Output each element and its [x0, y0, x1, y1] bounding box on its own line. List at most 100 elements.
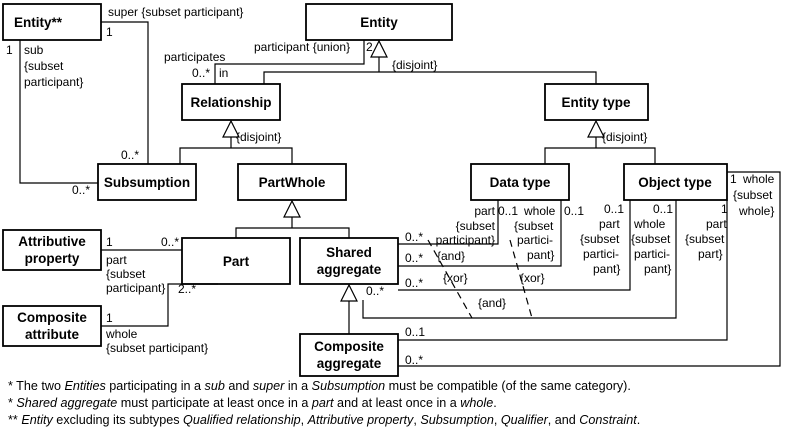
constraint-label: {and}: [478, 296, 506, 310]
class-composite-aggregate[interactable]: Composite aggregate: [299, 333, 399, 377]
footnote-segment: Subsumption: [420, 413, 494, 427]
footnote-segment: excluding its subtypes: [52, 413, 184, 427]
role-label: {subset: [514, 219, 554, 233]
class-name: PartWhole: [259, 175, 326, 190]
class-data-type[interactable]: Data type: [470, 163, 570, 201]
class-subsumption[interactable]: Subsumption: [97, 163, 197, 201]
generalization-arrow-partwhole: [283, 199, 301, 218]
multiplicity-label: 0..*: [405, 230, 423, 244]
association-lines: [19, 21, 781, 367]
constraint-label: {xor}: [443, 271, 468, 285]
footnote-segment: * The two: [8, 379, 65, 393]
role-label: whole: [523, 204, 556, 218]
footnote-segment: and at least once in a: [333, 396, 461, 410]
footnote-segment: whole: [460, 396, 494, 410]
role-label: participant {union}: [254, 40, 350, 54]
footnote-segment: must participate at least once in a: [117, 396, 312, 410]
role-label: partici-: [517, 233, 553, 247]
role-label: pant}: [593, 262, 620, 276]
role-label: {subset: [456, 219, 496, 233]
multiplicity-label: 0..*: [405, 276, 423, 290]
role-label: participant}: [24, 75, 83, 89]
multiplicity-label: 0..*: [366, 284, 384, 298]
multiplicity-label: 0..1: [564, 204, 584, 218]
role-label: {subset: [685, 232, 725, 246]
class-name: Data type: [490, 175, 551, 190]
class-name-line2: aggregate: [317, 356, 382, 371]
role-label: sub: [24, 43, 44, 57]
class-partwhole[interactable]: PartWhole: [237, 163, 347, 201]
footnote-line: * Shared aggregate must participate at l…: [8, 395, 783, 412]
footnotes: * The two Entities participating in a su…: [8, 378, 783, 429]
constraint-dashes: [427, 239, 533, 319]
footnote-segment: Entity: [21, 413, 53, 427]
role-label: part: [474, 204, 495, 218]
role-label: participant}: [436, 233, 495, 247]
class-name-line1: Composite: [17, 310, 87, 325]
role-label: whole}: [738, 204, 774, 218]
multiplicity-label: 2: [366, 40, 373, 54]
constraint-label: {disjoint}: [602, 130, 647, 144]
role-label: pant}: [527, 248, 554, 262]
class-name: Subsumption: [104, 175, 190, 190]
class-name: Entity: [360, 15, 398, 30]
class-relationship[interactable]: Relationship: [181, 83, 281, 121]
multiplicity-label: 0..*: [161, 235, 179, 249]
class-name: Relationship: [190, 95, 271, 110]
footnote-segment: ,: [493, 413, 501, 427]
class-name-line2: property: [25, 251, 80, 266]
generalization-arrow-shared-aggregate: [340, 283, 358, 302]
class-entity-type[interactable]: Entity type: [544, 83, 649, 121]
class-name-line2: attribute: [25, 327, 79, 342]
generalization-arrow-relationship: [222, 119, 240, 138]
multiplicity-label: 0..*: [192, 66, 210, 80]
class-composite-attribute[interactable]: Composite attribute: [2, 305, 102, 347]
footnote-line: * The two Entities participating in a su…: [8, 378, 783, 395]
class-part[interactable]: Part: [181, 237, 291, 285]
class-entity-star[interactable]: Entity**: [2, 3, 102, 41]
footnote-segment: , and: [547, 413, 580, 427]
role-label: part: [706, 217, 727, 231]
footnote-segment: super: [252, 379, 285, 393]
generalization-arrows: [222, 39, 605, 302]
multiplicity-label: 0..*: [405, 251, 423, 265]
multiplicity-label: 1: [106, 235, 113, 249]
class-name: Object type: [638, 175, 712, 190]
footnote-segment: Qualifier: [500, 413, 548, 427]
role-label: whole: [742, 172, 775, 186]
multiplicity-label: 0..1: [604, 202, 624, 216]
footnote-line: ** Entity excluding its subtypes Qualifi…: [8, 412, 783, 429]
role-label: pant}: [644, 262, 671, 276]
uml-diagram: Entity Entity** Relationship Entity type…: [2, 3, 781, 377]
footnote-segment: Attributive property: [307, 413, 414, 427]
footnote-segment: Qualified relationship: [183, 413, 301, 427]
multiplicity-label: 0..1: [405, 325, 425, 339]
footnote-segment: .: [493, 396, 497, 410]
multiplicity-label: 1: [6, 43, 13, 57]
constraint-label: {and}: [437, 249, 465, 263]
class-name-line1: Attributive: [18, 234, 86, 249]
multiplicity-label: 0..1: [498, 204, 518, 218]
class-shared-aggregate[interactable]: Shared aggregate: [299, 237, 399, 285]
multiplicity-label: 1: [106, 311, 113, 325]
multiplicity-label: 2..*: [178, 282, 196, 296]
multiplicity-label: 0..*: [72, 183, 90, 197]
role-label: {subset: [24, 59, 64, 73]
class-entity-top[interactable]: Entity: [305, 3, 453, 41]
role-label: whole: [633, 217, 666, 231]
multiplicity-label: 0..1: [653, 202, 673, 216]
class-object-type[interactable]: Object type: [623, 163, 728, 201]
role-label: {subset: [631, 232, 671, 246]
generalization-arrow-entity-type: [587, 119, 605, 138]
role-label: partici-: [583, 247, 619, 261]
footnote-segment: sub: [204, 379, 225, 393]
class-name-line1: Shared: [326, 245, 372, 260]
footnote-segment: Entities: [64, 379, 106, 393]
class-attributive-property[interactable]: Attributive property: [2, 229, 102, 271]
role-label: participates: [164, 50, 225, 64]
multiplicity-label: 1: [106, 25, 113, 39]
class-name: Entity type: [561, 95, 631, 110]
role-label: participant}: [106, 281, 165, 295]
role-label: {subset: [733, 188, 773, 202]
class-name-line1: Composite: [314, 339, 384, 354]
